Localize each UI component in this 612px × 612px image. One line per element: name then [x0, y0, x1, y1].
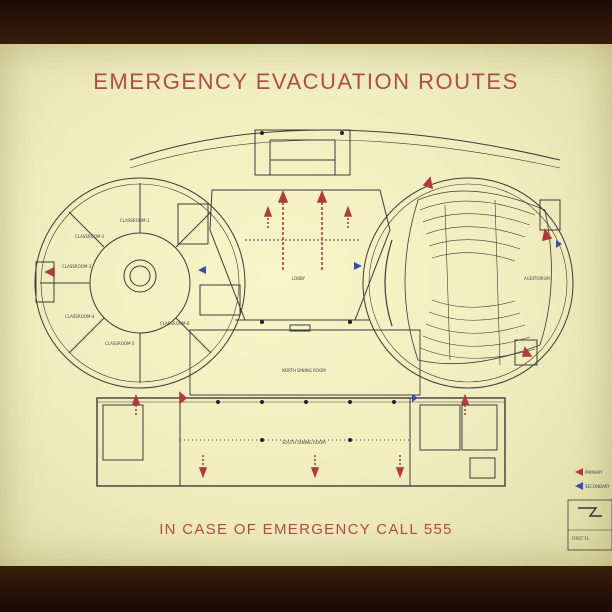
- auditorium-wing: [362, 177, 574, 389]
- north-dining-room: [189, 329, 421, 396]
- emergency-call-text: IN CASE OF EMERGENCY CALL 555: [159, 521, 453, 538]
- south-block: [96, 397, 506, 487]
- sign-title: EMERGENCY EVACUATION ROUTES: [93, 69, 519, 94]
- label-lobby: LOBBY: [292, 276, 306, 281]
- auditorium-seating: [419, 199, 536, 366]
- route-legend: [575, 468, 583, 490]
- legend-secondary: SECONDARY: [585, 484, 610, 489]
- label-classroom-1: CLASSROOM-1: [120, 218, 150, 223]
- label-classroom-6: CLASSROOM-6: [160, 321, 190, 326]
- label-south-dining: SOUTH DINING ROOM: [282, 440, 326, 445]
- central-core: [123, 259, 157, 293]
- label-auditorium: AUDITORIUM: [524, 276, 550, 281]
- label-north-dining: NORTH DINING ROOM: [282, 368, 326, 373]
- classroom-wing: [34, 177, 246, 389]
- label-classroom-3: CLASSROOM-3: [62, 264, 92, 269]
- title-block: [567, 499, 612, 551]
- evacuation-poster: [0, 44, 612, 566]
- north-stairs: [254, 129, 351, 176]
- kitchen: [102, 404, 144, 461]
- title-block-text: FIRST FL: [572, 536, 590, 541]
- west-stairs: [35, 261, 55, 303]
- lobby-walls: [209, 189, 391, 321]
- secondary-routes: [198, 240, 562, 402]
- label-classroom-2: CLASSROOM-2: [75, 234, 105, 239]
- label-classroom-4: CLASSROOM-4: [65, 314, 95, 319]
- stage: [384, 239, 393, 327]
- primary-routes: [44, 176, 553, 479]
- columns: [216, 131, 396, 442]
- legend-primary: PRIMARY: [585, 470, 603, 475]
- label-classroom-5: CLASSROOM-5: [105, 341, 135, 346]
